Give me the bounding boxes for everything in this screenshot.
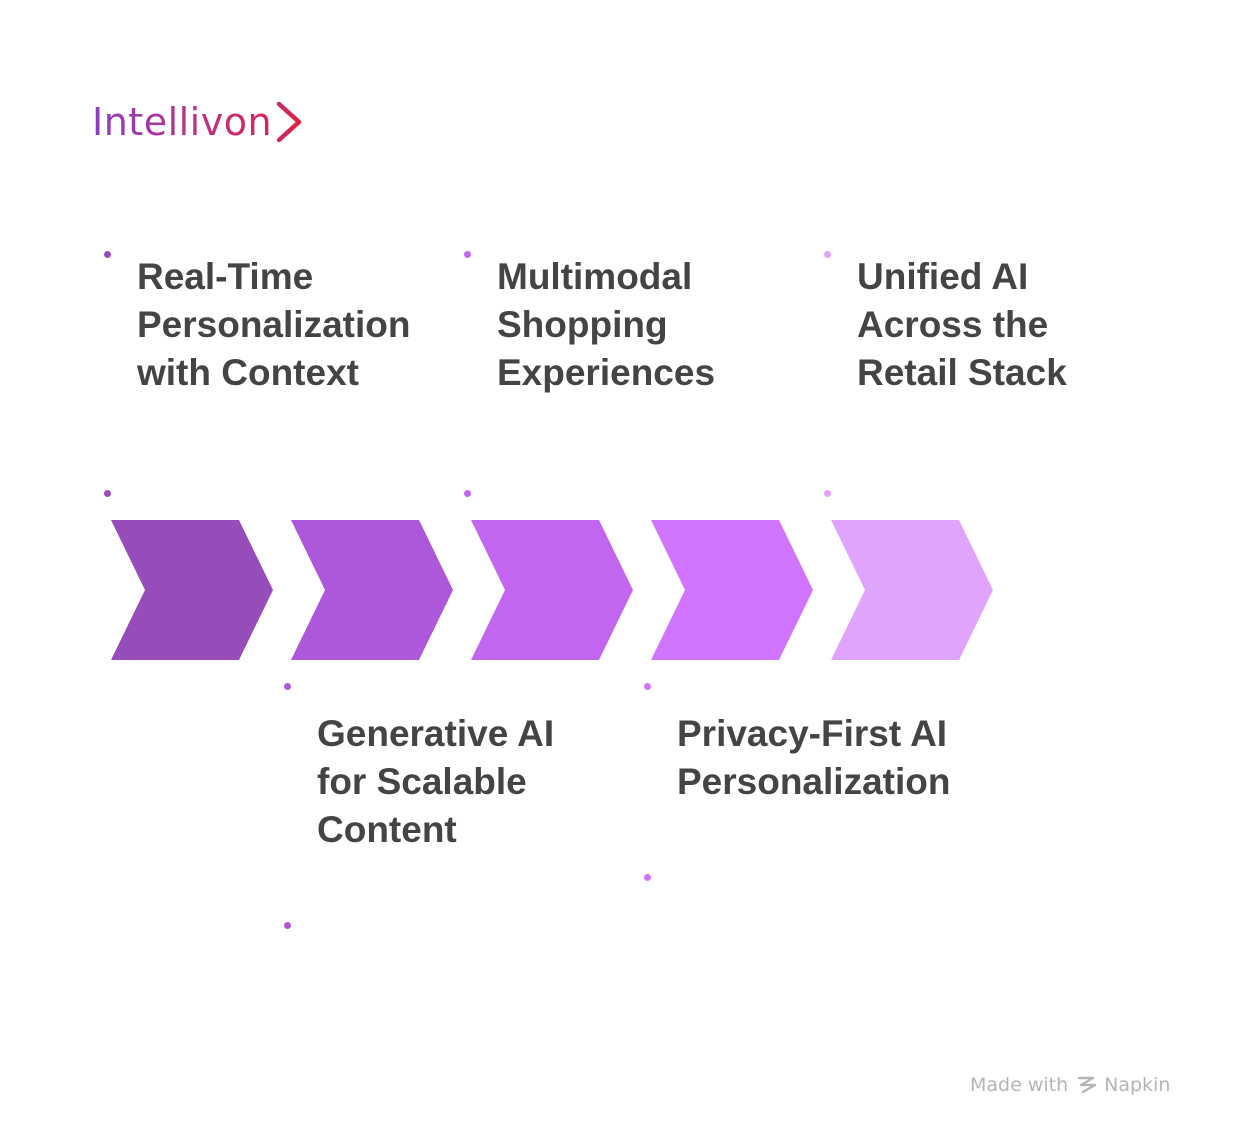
connector-dot-3-1 [464,251,471,258]
step-3-line-3: Experiences [497,352,716,393]
footer-credit: Made with Napkin [970,1073,1170,1097]
chevron-right-icon [276,101,302,143]
napkin-logo-icon [1077,1076,1097,1094]
chevron-step-1 [111,520,273,660]
step-3-label: Multimodal Shopping Experiences [497,253,827,397]
step-4-line-1: Privacy-First AI [677,713,948,754]
step-5-line-3: Retail Stack [857,352,1067,393]
step-3-line-1: Multimodal [497,256,693,297]
connector-dot-2-1 [284,683,291,690]
connector-dot-5-1 [824,251,831,258]
chevron-step-5 [831,520,993,660]
chevron-step-2 [291,520,453,660]
step-2-label: Generative AI for Scalable Content [317,710,647,854]
step-5-label: Unified AI Across the Retail Stack [857,253,1187,397]
step-1-line-2: Personalization [137,304,411,345]
step-2-line-3: Content [317,809,457,850]
step-2-line-1: Generative AI [317,713,555,754]
step-5-line-2: Across the [857,304,1049,345]
connector-dot-5-2 [824,490,831,497]
chevron-step-4 [651,520,813,660]
connector-dot-2-2 [284,922,291,929]
step-1-label: Real-Time Personalization with Context [137,253,467,397]
connector-dot-4-1 [644,683,651,690]
step-1-line-1: Real-Time [137,256,314,297]
step-2-line-2: for Scalable [317,761,527,802]
connector-dot-4-2 [644,874,651,881]
brand-logo: Intellivon [92,92,304,152]
footer-app-name: Napkin [1104,1074,1171,1096]
connector-dot-1-2 [104,490,111,497]
connector-dot-3-2 [464,490,471,497]
step-1-line-3: with Context [137,352,359,393]
footer-made-with: Made with [970,1074,1069,1096]
connector-dot-1-1 [104,251,111,258]
step-4-line-2: Personalization [677,761,951,802]
step-5-line-1: Unified AI [857,256,1029,297]
step-4-label: Privacy-First AI Personalization [677,710,1007,806]
step-3-line-2: Shopping [497,304,668,345]
chevron-step-3 [471,520,633,660]
brand-name: Intellivon [92,100,273,144]
